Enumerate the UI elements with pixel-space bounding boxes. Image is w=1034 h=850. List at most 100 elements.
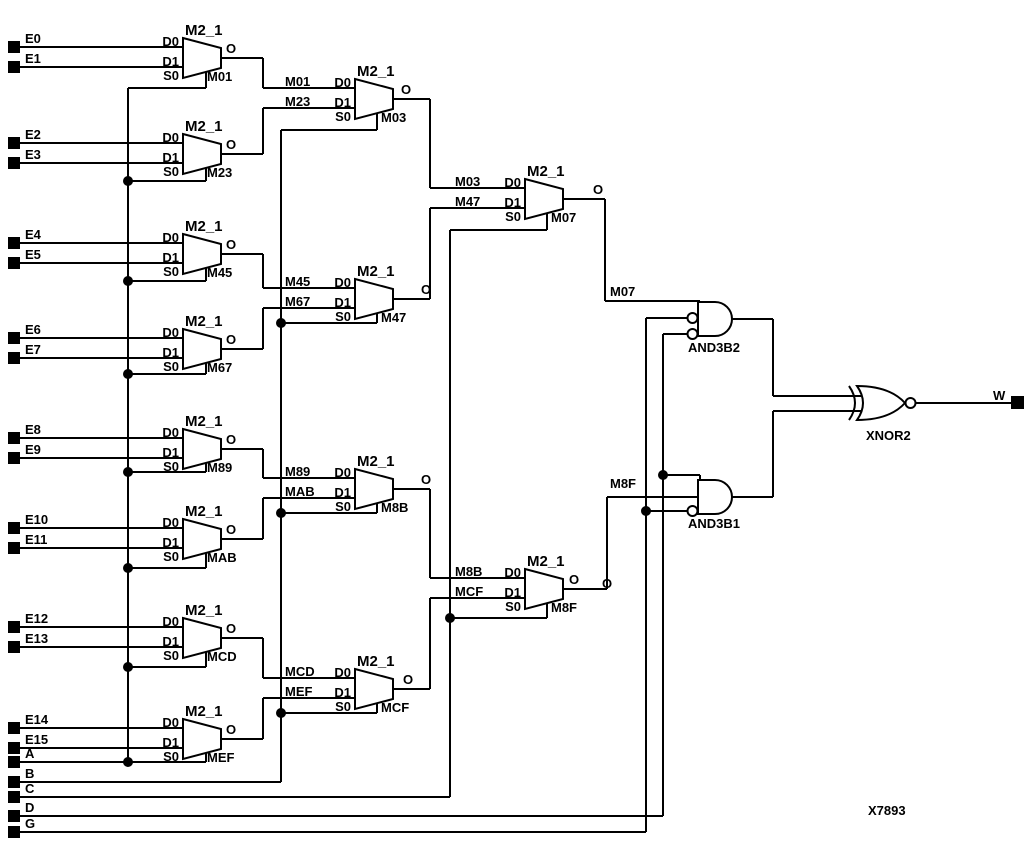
pin-label-s0: S0 [163,359,179,374]
pin-label-o: O [226,237,236,252]
input-pin-E4: E4 [8,227,183,249]
pin-square [8,41,20,53]
pin-label-d1: D1 [334,295,351,310]
input-pin-G: G [8,816,646,838]
pin-square [8,432,20,444]
junction-dot [123,662,133,672]
mux-type-label: M2_1 [185,313,223,330]
pin-label-s0: S0 [163,164,179,179]
input-pin-E11: E11 [8,532,183,554]
input-pin-label: E10 [25,512,48,527]
input-pin-label: E11 [25,532,47,547]
inverter-bubble [686,312,699,324]
input-pin-label: E12 [25,611,48,626]
mux-instance-label: M07 [551,210,576,225]
pin-label-s0: S0 [505,209,521,224]
input-pin-label: E5 [25,247,41,262]
pin-square [8,237,20,249]
mux-body [182,36,222,80]
pin-square [8,137,20,149]
pin-square [8,826,20,838]
pin-label-d0: D0 [334,75,351,90]
mux-instance-label: M8B [381,500,408,515]
net-label-m8f: M8F [610,476,636,491]
pin-label-o: O [421,472,431,487]
mux-type-label: M2_1 [357,653,395,670]
gate-label: XNOR2 [866,428,911,443]
mux-type-label: M2_1 [527,163,565,180]
mux-body [354,467,394,511]
net-label: M01 [285,74,310,89]
junction-dot [276,708,286,718]
mux-type-label: M2_1 [185,703,223,720]
mux-body [354,77,394,121]
and-gate-body [697,479,733,515]
xnor-gate-body [855,384,907,422]
pin-label-d0: D0 [504,565,521,580]
net-label: M47 [455,194,480,209]
input-pin-label: E8 [25,422,41,437]
pin-label-s0: S0 [163,648,179,663]
pin-label-d0: D0 [162,230,179,245]
gate-xnor2: XNOR2 [848,384,917,443]
pin-label-d0: D0 [162,515,179,530]
input-pin-label: G [25,816,35,831]
junction-dot [276,318,286,328]
mux-instance-label: M03 [381,110,406,125]
input-pin-E13: E13 [8,631,183,653]
pin-label-d1: D1 [162,150,179,165]
input-pin-label: E1 [25,51,41,66]
mux-type-label: M2_1 [527,553,565,570]
and-gate-body [697,301,733,337]
input-pin-E2: E2 [8,127,183,149]
pin-label-o: O [403,672,413,687]
mux-instance-label: M01 [207,69,232,84]
pin-label-d0: D0 [162,34,179,49]
pin-label-d0: D0 [162,130,179,145]
input-pin-E8: E8 [8,422,183,444]
input-pin-B: B [8,766,281,788]
pin-label-s0: S0 [163,749,179,764]
input-pin-A: A [8,746,206,768]
input-pin-label: E0 [25,31,41,46]
mux-body [524,567,564,611]
net-label: MEF [285,684,313,699]
pin-square [8,722,20,734]
mux-type-label: M2_1 [357,263,395,280]
net-label: M23 [285,94,310,109]
mux-body [182,327,222,371]
xnor-back-arc [848,385,856,421]
pin-label-s0: S0 [163,459,179,474]
input-pin-E1: E1 [8,51,183,73]
pin-label-s0: S0 [335,109,351,124]
junction-dot [641,506,651,516]
input-pin-label: E4 [25,227,42,242]
pin-label-o: O [401,82,411,97]
mux-body [524,177,564,221]
pin-square [8,157,20,169]
input-pin-label: E13 [25,631,48,646]
mux-instance-label: M23 [207,165,232,180]
input-pin-label: E6 [25,322,41,337]
pin-label-o: O [569,572,579,587]
output-pin-label: W [993,388,1006,403]
pin-label-o: O [226,41,236,56]
pin-square [8,257,20,269]
input-pin-label: B [25,766,34,781]
pin-square [8,332,20,344]
pin-label-o: O [226,722,236,737]
junction-dot [658,470,668,480]
pin-label-d0: D0 [504,175,521,190]
input-pin-E3: E3 [8,147,183,169]
inverter-bubble [686,505,699,517]
mux-instance-label: MEF [207,750,235,765]
mux-body [182,132,222,176]
mux-type-label: M2_1 [185,22,223,39]
